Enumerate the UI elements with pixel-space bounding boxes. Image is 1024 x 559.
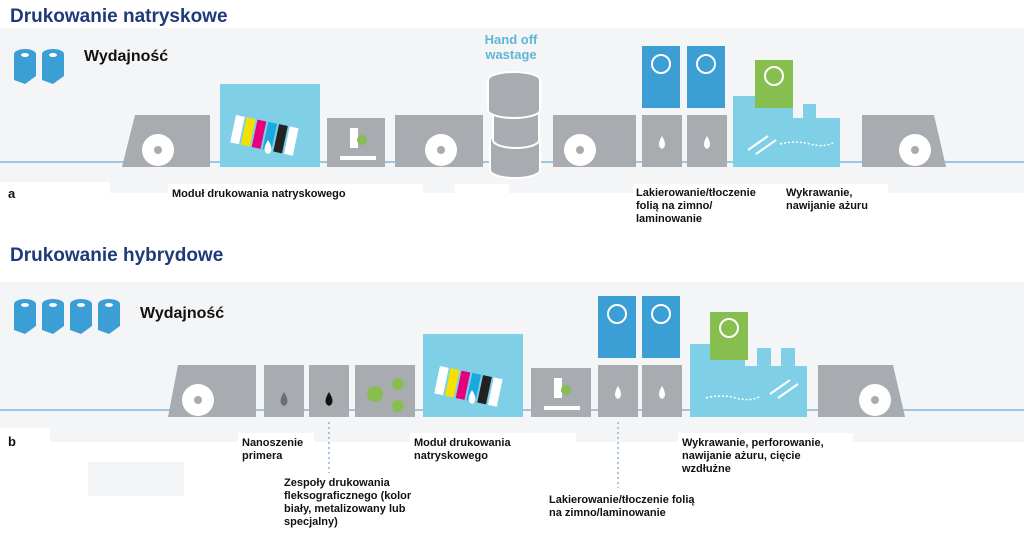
label-box-diecut-b	[678, 433, 853, 491]
rewinder-unit-a	[862, 115, 946, 167]
label-diecut-a: Wykrawanie, nawijanie ażuru	[786, 187, 868, 212]
section-a-title: Drukowanie natryskowe	[10, 6, 228, 27]
label-box-inkjet-b	[410, 433, 576, 485]
section-b-title: Drukowanie hybrydowe	[10, 245, 224, 266]
unwinder-unit-a	[122, 115, 210, 167]
label-box-varnish-a	[633, 184, 783, 244]
inkjet-module-a	[220, 84, 320, 167]
diecut-unit-b	[690, 312, 807, 417]
inspection-unit-b	[531, 368, 591, 417]
process-line-b	[0, 296, 1024, 442]
performance-rolls-icon-b	[14, 299, 120, 334]
roller-unit-a1	[395, 115, 483, 167]
label-box-flexo-b	[281, 473, 421, 537]
label-varnish-a: Lakierowanie/tłoczenie folią na zimno/ l…	[636, 187, 756, 225]
label-box-diecut-a	[783, 184, 888, 228]
rewinder-unit-b	[818, 365, 905, 417]
letter-box-a	[0, 182, 110, 204]
flexo-units-b	[355, 365, 415, 417]
hand-off-wastage-label: Hand off wastage	[479, 32, 543, 62]
diecut-unit-a	[733, 60, 840, 167]
inkjet-module-b	[423, 334, 523, 417]
blank-box-b	[88, 462, 184, 496]
wastage-rolls	[487, 71, 541, 179]
unwinder-unit-b	[168, 365, 256, 417]
varnish-leader-ext	[617, 442, 619, 488]
label-flexo-b: Zespoły drukowania fleksograficznego (ko…	[284, 477, 412, 528]
process-line-a	[0, 46, 1024, 179]
hand-off-line2: wastage	[485, 47, 537, 62]
letter-box-b	[0, 428, 50, 462]
label-box-inkjet-a	[168, 184, 423, 236]
primer-units-b	[264, 365, 349, 417]
section-b-letter: b	[8, 434, 16, 449]
label-diecut-b: Wykrawanie, perforowanie, nawijanie ażur…	[682, 437, 824, 475]
performance-rolls-icon-a	[14, 49, 64, 84]
varnish-units-a	[642, 46, 727, 167]
label-primer-b: Nanoszenie primera	[242, 437, 304, 462]
label-inkjet-module-b: Moduł drukowania natryskowego	[414, 437, 511, 462]
label-box-varnish-b	[546, 490, 706, 524]
label-inkjet-module-a: Moduł drukowania natryskowego	[172, 188, 346, 200]
section-a-letter: a	[8, 186, 16, 201]
hand-off-line1: Hand off	[484, 32, 538, 47]
label-box-primer-b	[238, 433, 314, 469]
performance-label-b: Wydajność	[140, 305, 225, 322]
inspection-unit-a	[327, 118, 385, 167]
performance-label-a: Wydajność	[84, 48, 169, 65]
roller-unit-a2	[553, 115, 636, 167]
label-varnish-b: Lakierowanie/tłoczenie folią na zimno/la…	[549, 494, 695, 519]
label-box-wastage	[455, 184, 509, 240]
varnish-units-b	[598, 296, 682, 417]
